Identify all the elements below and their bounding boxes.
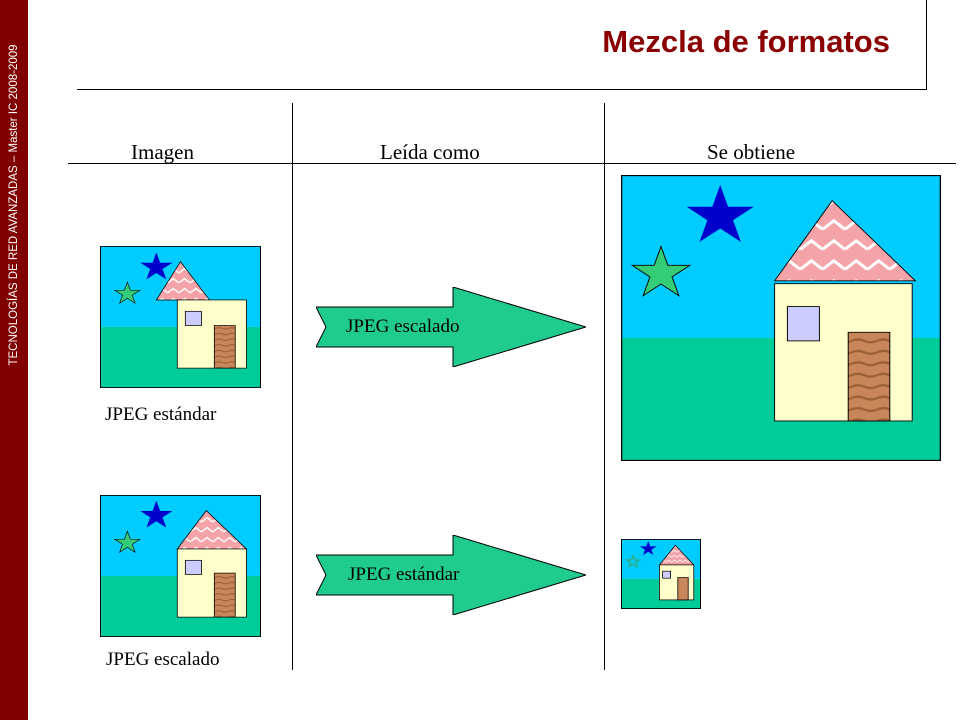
- page-title: Mezcla de formatos: [602, 24, 890, 59]
- caption-jpeg-escalado: JPEG escalado: [106, 649, 220, 670]
- house-picture-source-1: [100, 246, 261, 388]
- arrow-label-jpeg-escalado: JPEG escalado: [346, 316, 460, 337]
- arrow-row-1: [316, 287, 586, 367]
- title-underline: [77, 89, 927, 90]
- caption-jpeg-estandar: JPEG estándar: [105, 404, 217, 425]
- column-divider-1: [292, 103, 293, 670]
- house-picture-result-small: [621, 539, 701, 609]
- column-header-leida-como: Leída como: [380, 140, 480, 164]
- header-rule: [68, 163, 956, 164]
- arrow-row-2: [316, 535, 586, 615]
- arrow-label-jpeg-estandar: JPEG estándar: [348, 564, 460, 585]
- column-divider-2: [604, 103, 605, 670]
- sidebar: TECNOLOGÍAS DE RED AVANZADAS – Master IC…: [0, 0, 28, 720]
- title-right-border: [926, 0, 927, 89]
- house-picture-result-large: [621, 175, 941, 461]
- column-header-imagen: Imagen: [131, 140, 194, 164]
- house-picture-source-2: [100, 495, 261, 637]
- sidebar-text: TECNOLOGÍAS DE RED AVANZADAS – Master IC…: [8, 44, 20, 366]
- column-header-se-obtiene: Se obtiene: [707, 140, 796, 164]
